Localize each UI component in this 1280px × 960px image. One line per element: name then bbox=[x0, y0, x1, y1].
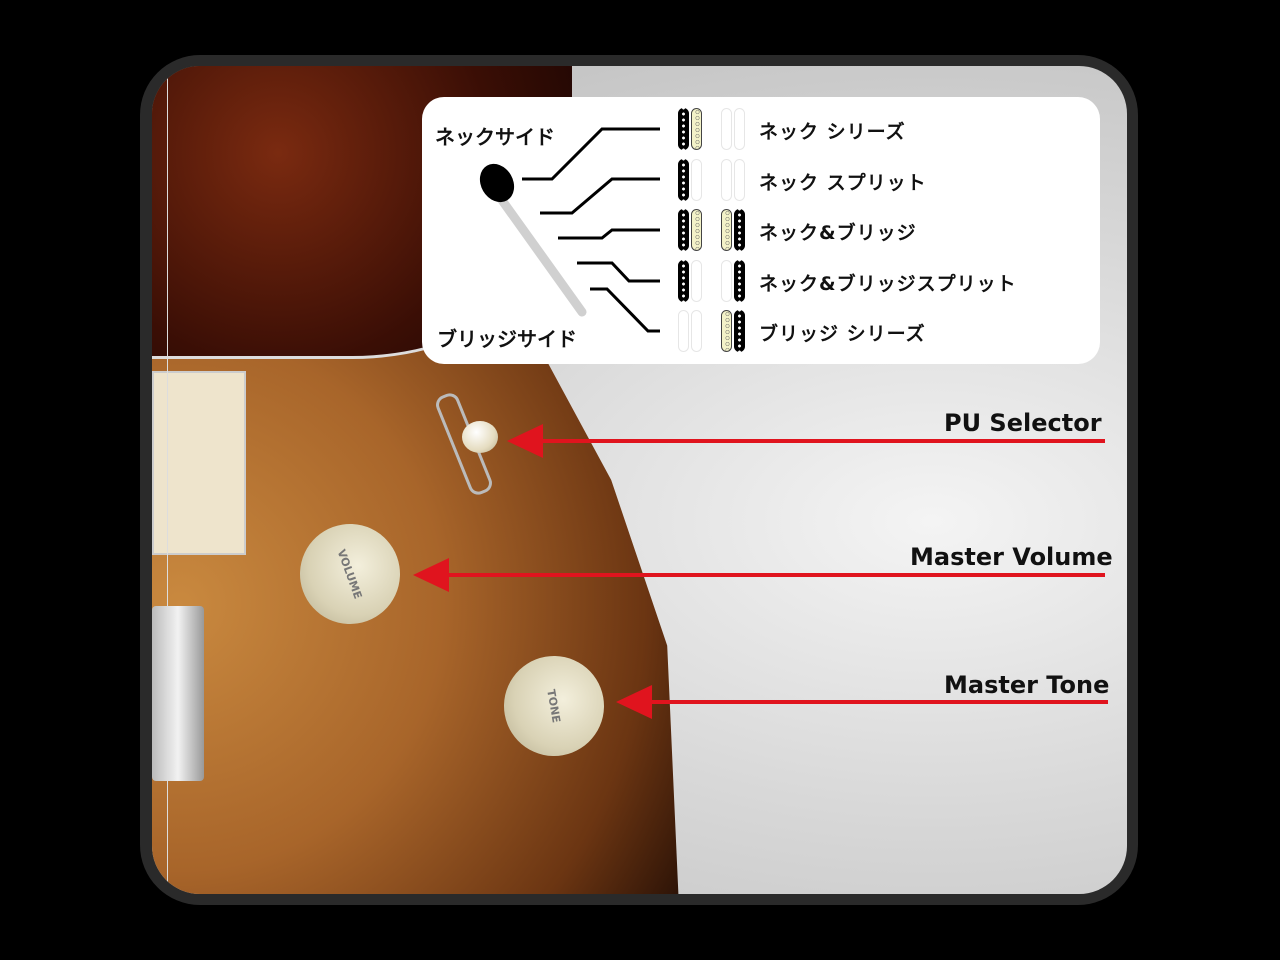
black-coil-icon bbox=[678, 108, 689, 150]
guitar-bridge bbox=[152, 606, 204, 781]
cream-coil-icon bbox=[721, 259, 732, 302]
cream-coil-icon bbox=[691, 158, 702, 201]
bridge-side-label: ブリッジサイド bbox=[437, 327, 577, 351]
pu-selector-label: PU Selector bbox=[944, 409, 1102, 437]
pu-selector-tip bbox=[462, 421, 498, 453]
neck-pickup-icon bbox=[678, 158, 702, 201]
position-label: ブリッジ シリーズ bbox=[759, 323, 926, 345]
bridge-pickup-icon bbox=[721, 158, 745, 201]
black-coil-icon bbox=[734, 108, 745, 150]
black-coil-icon bbox=[734, 259, 745, 302]
black-coil-icon bbox=[734, 209, 745, 251]
line-pos3 bbox=[558, 228, 660, 240]
line-pos5 bbox=[590, 287, 660, 333]
neck-pickup-icon bbox=[678, 108, 702, 150]
guitar-string bbox=[167, 66, 168, 894]
pu-selector-arrowhead bbox=[507, 424, 543, 458]
cream-coil-icon bbox=[721, 108, 732, 150]
cream-coil-icon bbox=[721, 158, 732, 201]
master-tone-arrow bbox=[648, 700, 1108, 704]
cream-coil-icon bbox=[691, 209, 702, 251]
black-coil-icon bbox=[734, 310, 745, 352]
line-pos4 bbox=[577, 261, 660, 283]
position-label: ネック シリーズ bbox=[759, 121, 906, 143]
black-coil-icon bbox=[678, 310, 689, 352]
position-label: ネック&ブリッジ bbox=[759, 222, 917, 244]
line-pos2 bbox=[540, 177, 660, 215]
bridge-pickup-icon bbox=[721, 259, 745, 302]
cream-coil-icon bbox=[691, 259, 702, 302]
pu-selector-arrow bbox=[540, 439, 1105, 443]
switch-lever bbox=[489, 184, 587, 317]
bridge-pickup-icon bbox=[721, 209, 745, 251]
selector-diagram-panel: ネックサイド ブリッジサイド ネック シリーズネック スプリットネック&ブリッジ… bbox=[422, 97, 1100, 364]
cream-coil-icon bbox=[721, 310, 732, 352]
volume-knob-label: VOLUME bbox=[335, 547, 365, 601]
cream-coil-icon bbox=[691, 310, 702, 352]
neck-side-label: ネックサイド bbox=[435, 125, 555, 149]
cream-coil-icon bbox=[691, 108, 702, 150]
position-label: ネック スプリット bbox=[759, 171, 927, 194]
neck-pickup-icon bbox=[678, 310, 702, 352]
black-coil-icon bbox=[678, 259, 689, 302]
master-tone-label: Master Tone bbox=[944, 671, 1110, 699]
neck-pickup-icon bbox=[678, 259, 702, 302]
master-volume-arrow bbox=[445, 573, 1105, 577]
neck-pickup-icon bbox=[678, 209, 702, 251]
selector-lines bbox=[479, 127, 660, 333]
cream-coil-icon bbox=[721, 209, 732, 251]
tone-knob-label: TONE bbox=[544, 688, 564, 724]
bridge-pickup-icon bbox=[721, 108, 745, 150]
black-coil-icon bbox=[678, 158, 689, 201]
master-volume-arrowhead bbox=[413, 558, 449, 592]
master-volume-label: Master Volume bbox=[910, 543, 1113, 571]
position-label: ネック&ブリッジスプリット bbox=[759, 272, 1017, 295]
master-tone-arrowhead bbox=[616, 685, 652, 719]
black-coil-icon bbox=[678, 209, 689, 251]
bridge-pickup-icon bbox=[721, 310, 745, 352]
line-pos1 bbox=[522, 127, 660, 181]
black-coil-icon bbox=[734, 158, 745, 201]
switch-tip-icon bbox=[479, 163, 515, 203]
